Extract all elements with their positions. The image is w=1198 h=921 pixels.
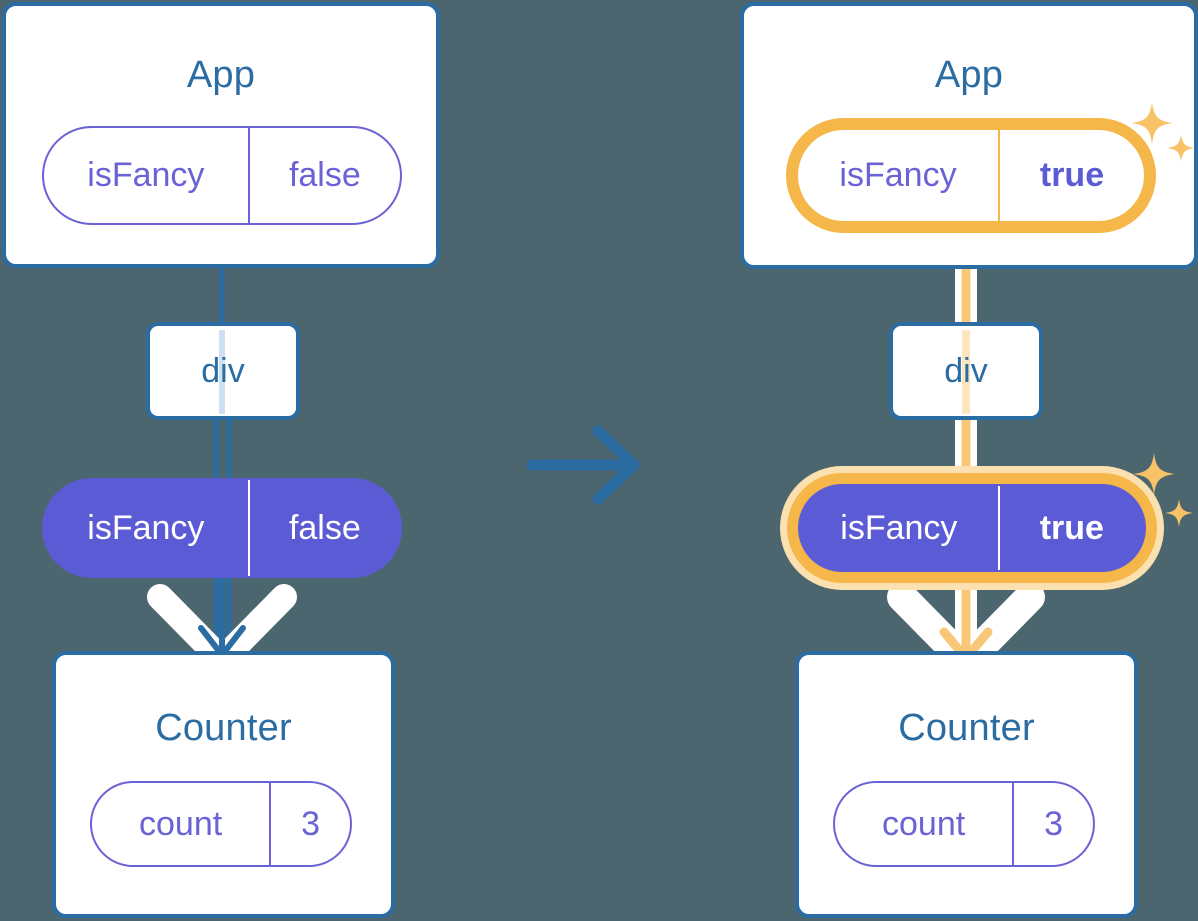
right-app-state-key: isFancy	[839, 156, 957, 194]
left-app-title: App	[186, 54, 256, 96]
right-div-node: div	[889, 322, 1043, 420]
right-props-sparkle-icon	[1133, 453, 1193, 527]
left-div-inner-line	[219, 330, 225, 414]
right-app-state-value: true	[998, 130, 1144, 221]
left-app-state-key: isFancy	[87, 156, 205, 194]
right-app-title: App	[934, 54, 1004, 96]
left-props-value: false	[247, 480, 400, 576]
left-div-label: div	[201, 351, 245, 390]
left-props-pill: isFancy false	[42, 478, 402, 578]
right-div-inner-line	[962, 330, 970, 414]
left-app-state-pill: isFancy false	[42, 126, 402, 225]
right-counter-state-pill: count 3	[833, 781, 1095, 867]
left-div-node: div	[146, 322, 300, 420]
transition-arrow-right-icon	[526, 425, 640, 505]
right-app-state-pill: isFancy true	[798, 130, 1144, 221]
right-counter-state-value: 3	[1012, 783, 1093, 865]
left-props-key: isFancy	[87, 508, 205, 547]
left-counter-state-key: count	[139, 804, 223, 843]
left-counter-state-pill: count 3	[90, 781, 352, 867]
right-counter-title: Counter	[898, 707, 1035, 749]
left-app-state-value: false	[247, 128, 400, 223]
right-props-pill: isFancy true	[798, 484, 1146, 572]
right-props-key: isFancy	[840, 508, 958, 547]
left-counter-title: Counter	[155, 707, 292, 749]
right-app-sparkle-icon	[1131, 102, 1195, 162]
right-props-value: true	[997, 486, 1144, 570]
right-div-label: div	[944, 351, 988, 390]
left-counter-state-value: 3	[269, 783, 350, 865]
right-counter-state-key: count	[882, 804, 966, 843]
